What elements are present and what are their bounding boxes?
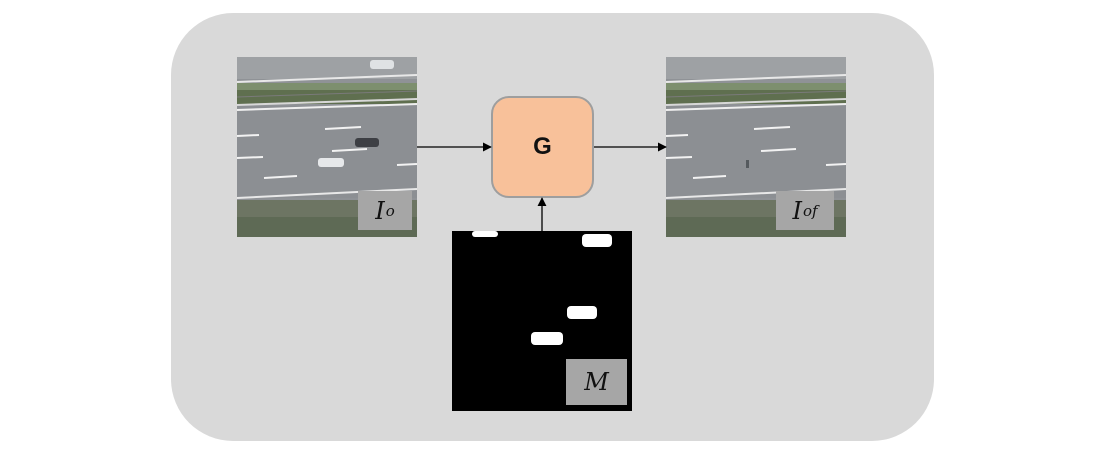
generator-block: G [491, 96, 594, 198]
mask-blob [582, 234, 612, 247]
input-label-subscript: o [385, 201, 395, 220]
mask-blob [472, 231, 498, 237]
input-label-base: I [375, 196, 385, 225]
output-label-subscript: of [802, 201, 818, 220]
generator-label: G [533, 133, 552, 160]
mask-label-box: M [566, 359, 627, 405]
mask-label: M [584, 368, 609, 396]
mask-blob [567, 306, 597, 319]
output-label-base: I [792, 196, 802, 225]
mask-blob [531, 332, 563, 345]
